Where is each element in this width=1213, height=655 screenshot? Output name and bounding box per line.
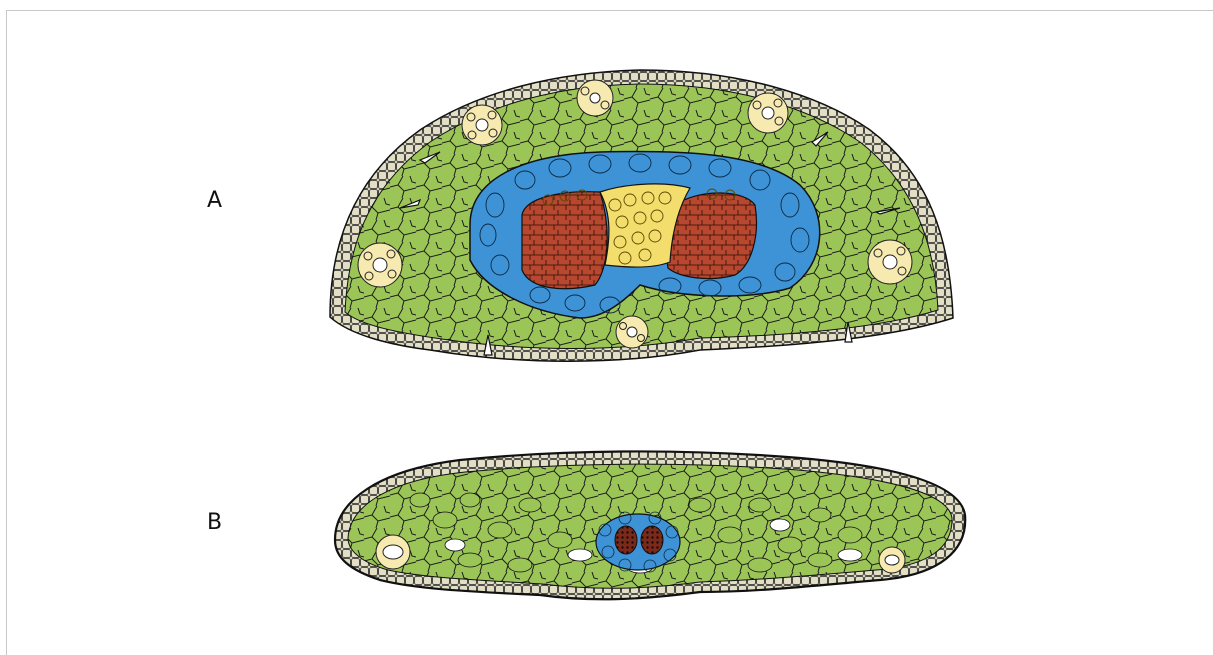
section-b-resin-duct-right [879, 547, 905, 573]
section-b [335, 451, 965, 599]
section-b-vascular-left [615, 526, 637, 554]
section-b-vascular-right [641, 526, 663, 554]
section-b-resin-duct-left [376, 535, 410, 569]
section-b-endodermis [596, 514, 680, 570]
section-a [330, 70, 953, 361]
section-a-vascular-left [522, 192, 607, 289]
